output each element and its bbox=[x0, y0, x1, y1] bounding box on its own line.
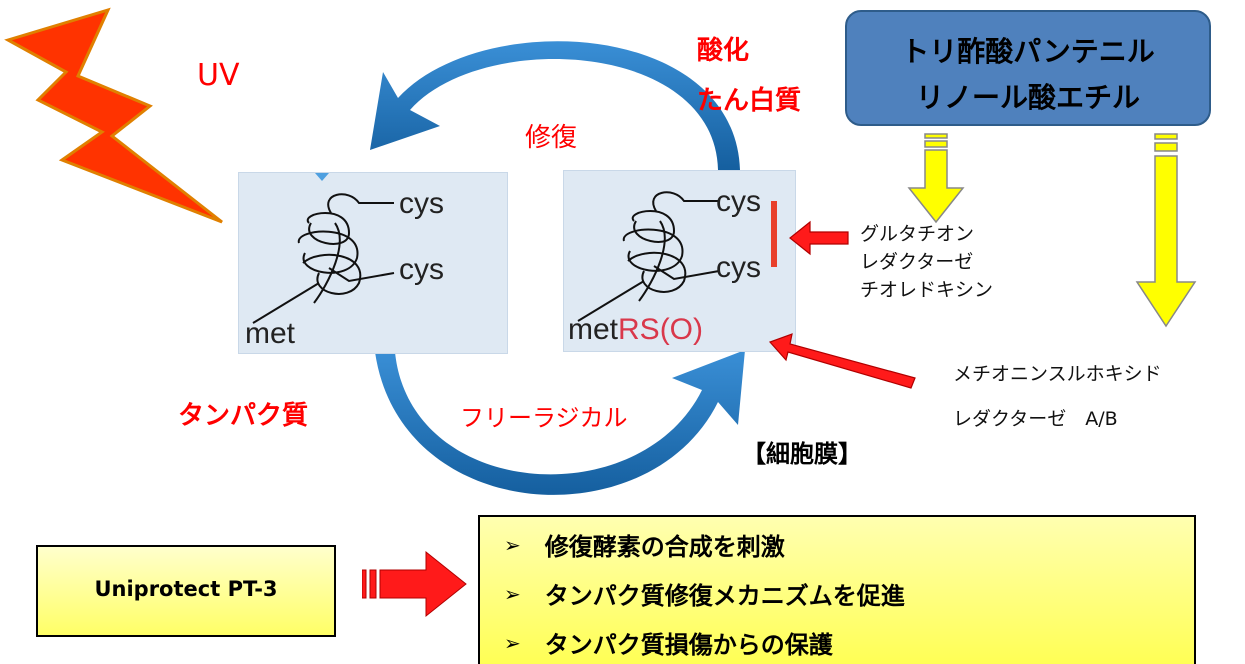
enzyme-line: レダクターゼ bbox=[860, 251, 974, 273]
enzyme-line: グルタチオン bbox=[860, 223, 975, 245]
met-label: metRS(O) bbox=[568, 313, 704, 346]
effect-item: ➢ タンパク質損傷からの保護 bbox=[504, 630, 833, 660]
product-name: Uniprotect PT-3 bbox=[94, 577, 278, 601]
cys-bottom-label: cys bbox=[399, 253, 444, 286]
ingredient-panthenyl-triacetate: トリ酢酸パンテニル bbox=[901, 35, 1155, 68]
enzyme-line: チオレドキシン bbox=[860, 279, 994, 301]
uv-label: UV bbox=[197, 58, 240, 93]
cys-top-label: cys bbox=[399, 187, 444, 220]
enzyme-line: レダクターゼ A/B bbox=[953, 408, 1118, 430]
top-arc-arrow bbox=[370, 41, 740, 170]
protein-label: タンパク質 bbox=[178, 401, 309, 431]
repair-label: 修復 bbox=[525, 123, 578, 153]
protein-panel-oxidized: cys cys metRS(O) bbox=[563, 170, 796, 352]
cell-membrane-label: 【細胞膜】 bbox=[742, 440, 862, 468]
oxidized-protein-fold-icon bbox=[577, 191, 777, 322]
disulfide-bar bbox=[771, 201, 777, 267]
free-radical-label: フリーラジカル bbox=[460, 404, 628, 432]
protein-panel-normal: cys cys met bbox=[238, 172, 508, 354]
methionine-red-arrow bbox=[768, 333, 916, 389]
effect-item: ➢ タンパク質修復メカニズムを促進 bbox=[504, 581, 905, 611]
oxidized-protein-label-1: 酸化 bbox=[697, 36, 750, 66]
bottom-arc-arrow bbox=[375, 350, 745, 495]
methionine-enzyme-list: メチオニンスルホキシド レダクターゼ A/B bbox=[953, 352, 1162, 442]
arrow-bullet-icon: ➢ bbox=[504, 630, 521, 655]
oxidized-protein-label-2: たん白質 bbox=[697, 86, 802, 116]
ingredients-box: トリ酢酸パンテニル リノール酸エチル bbox=[845, 10, 1211, 126]
sulfoxide-label: RS(O) bbox=[618, 313, 704, 346]
cys-top-label: cys bbox=[716, 185, 761, 218]
product-arrow-icon bbox=[362, 550, 467, 618]
glutathione-enzyme-list: グルタチオン レダクターゼ チオレドキシン bbox=[860, 220, 993, 304]
ingredient-ethyl-linoleate: リノール酸エチル bbox=[915, 81, 1140, 114]
effects-box: ➢ 修復酵素の合成を刺激 ➢ タンパク質修復メカニズムを促進 ➢ タンパク質損傷… bbox=[478, 515, 1196, 664]
protein-fold-icon bbox=[252, 173, 395, 324]
arrow-bullet-icon: ➢ bbox=[504, 532, 521, 557]
met-label: met bbox=[245, 317, 296, 350]
lightning-bolt-icon bbox=[4, 7, 223, 224]
arrow-bullet-icon: ➢ bbox=[504, 581, 521, 606]
glutathione-red-arrow bbox=[789, 220, 849, 256]
enzyme-line: メチオニンスルホキシド bbox=[953, 363, 1162, 385]
effect-item: ➢ 修復酵素の合成を刺激 bbox=[504, 532, 785, 562]
product-box: Uniprotect PT-3 bbox=[36, 545, 336, 637]
cys-bottom-label: cys bbox=[716, 251, 761, 284]
